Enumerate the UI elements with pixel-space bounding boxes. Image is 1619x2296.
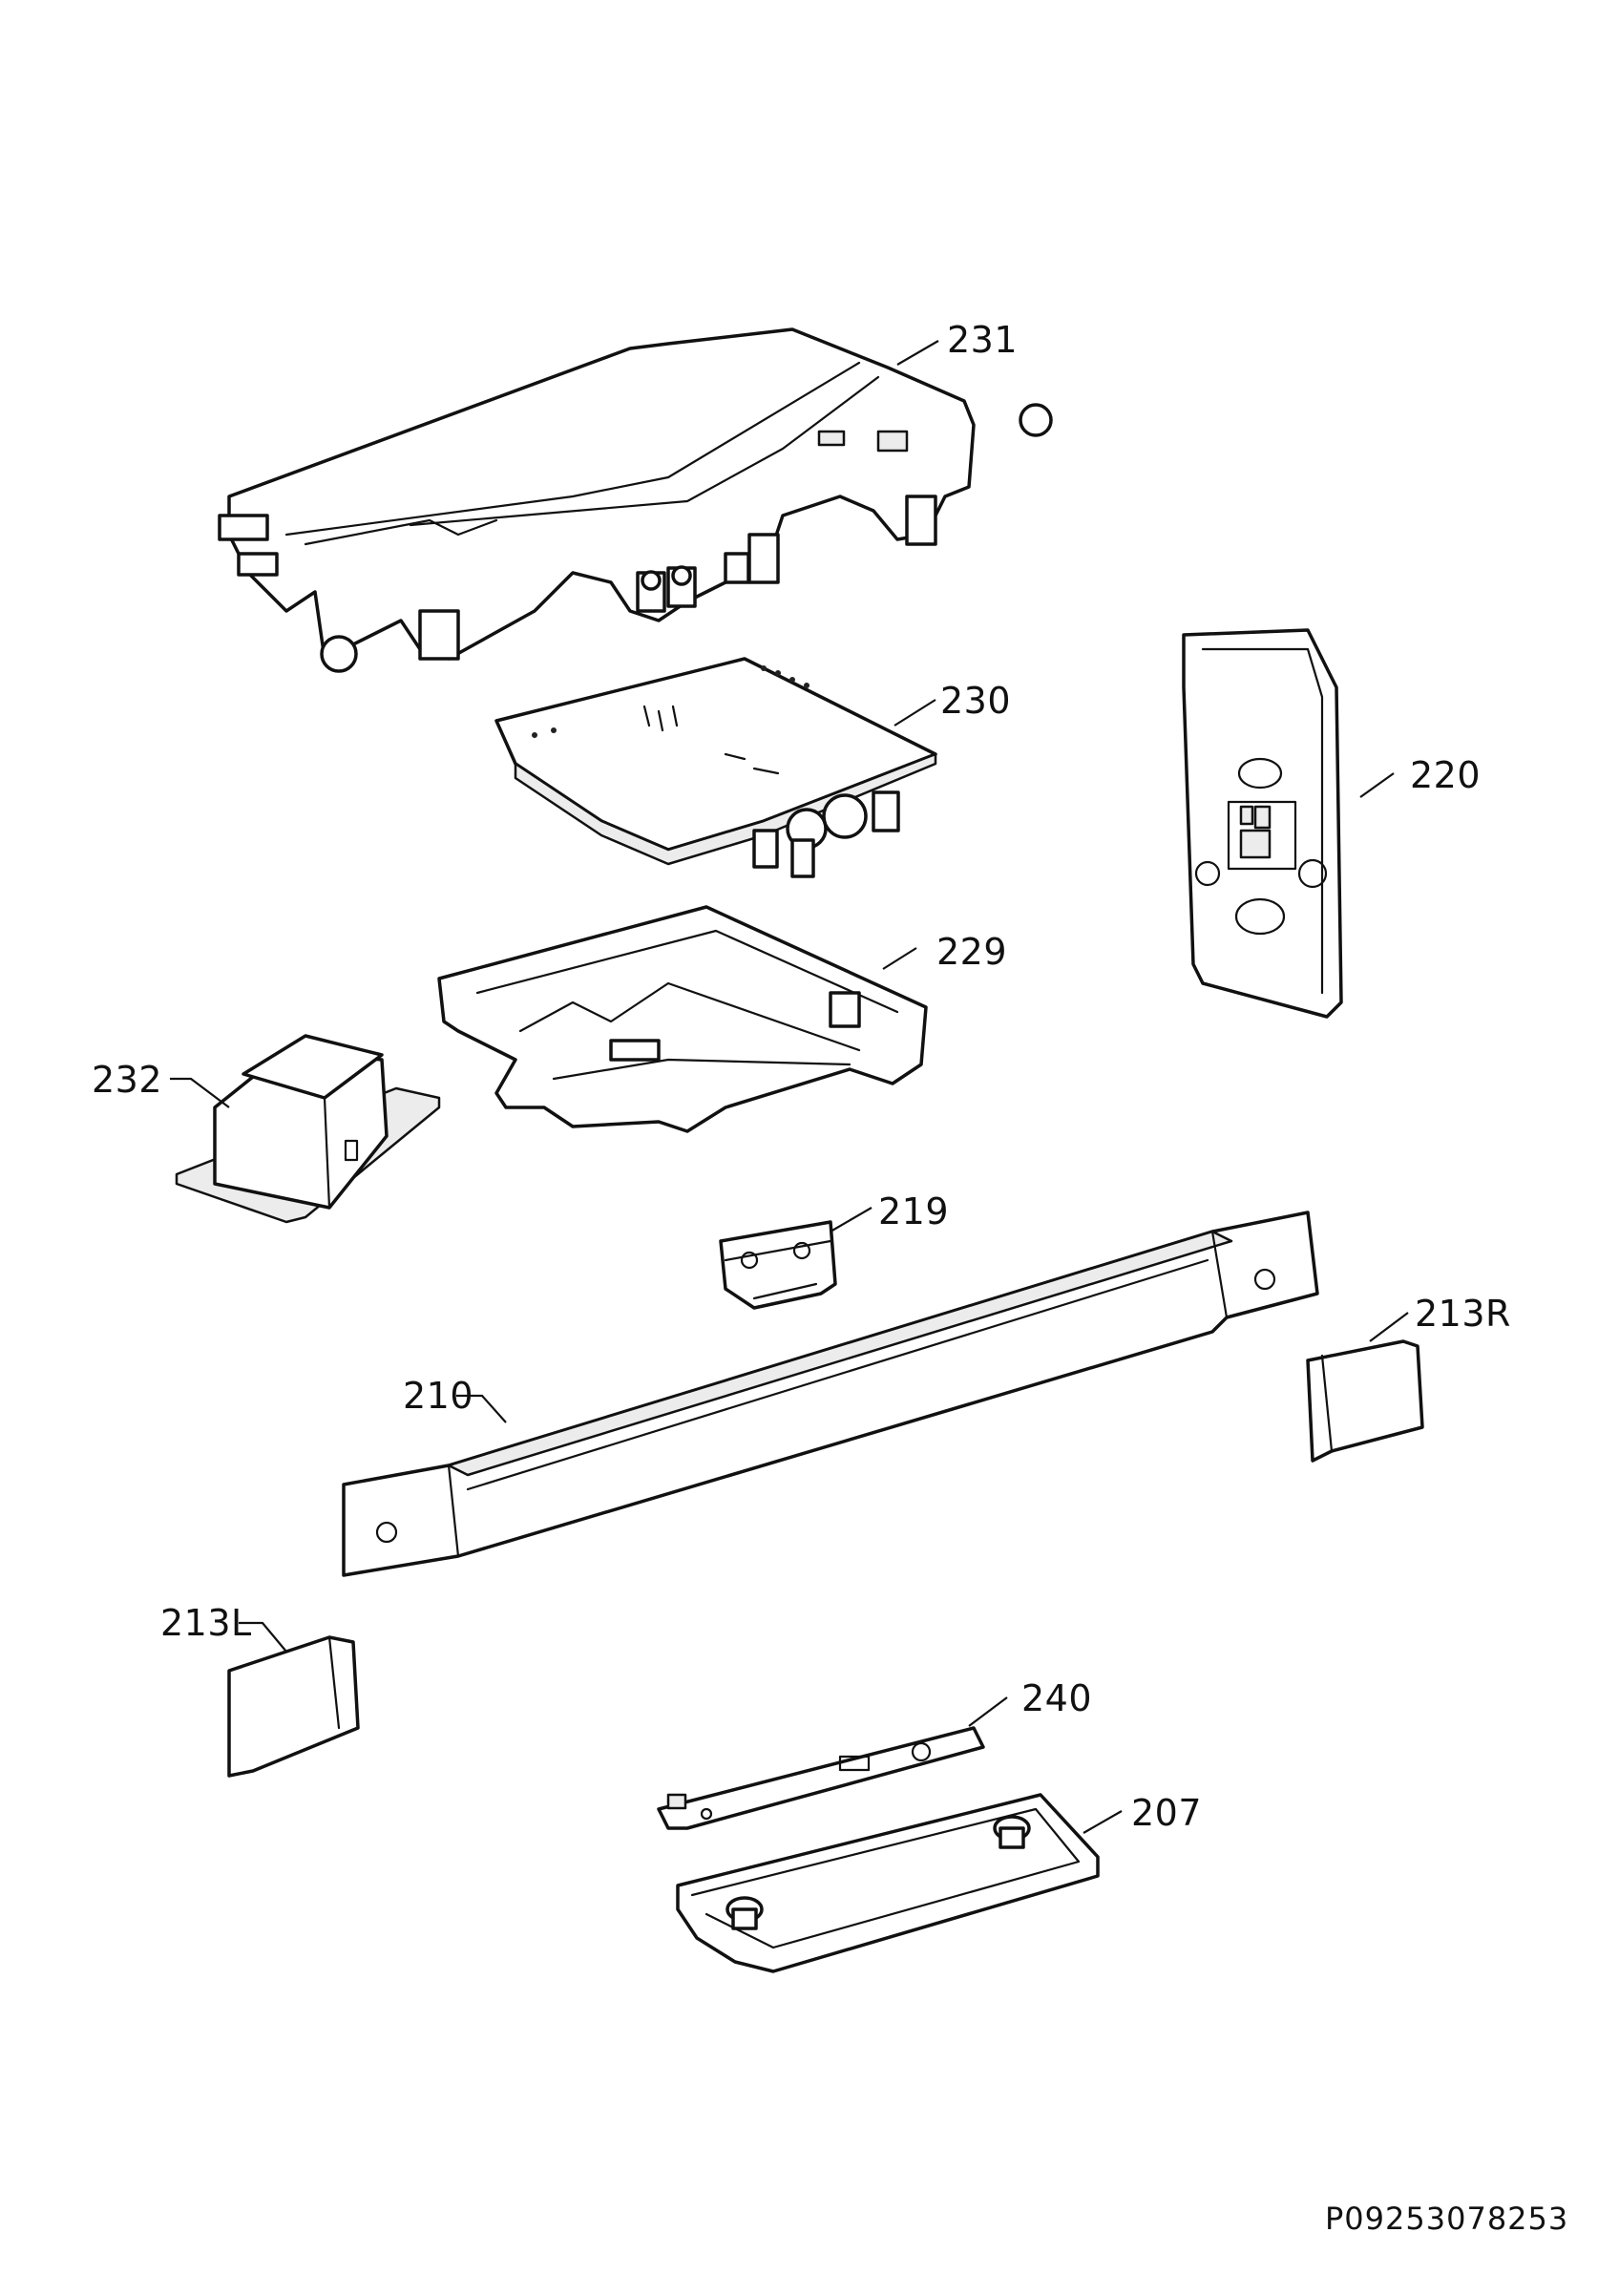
callout-232: 232 [92, 1059, 163, 1101]
leader-240 [968, 1696, 1008, 1727]
part-230-pcb [494, 657, 937, 878]
leader-213R [1369, 1312, 1409, 1342]
part-210-control-bar [342, 1211, 1319, 1577]
leader-220 [1359, 772, 1395, 798]
leader-210 [456, 1394, 507, 1423]
callout-207: 207 [1131, 1792, 1203, 1834]
part-231-frame [218, 327, 1053, 673]
part-219-reed-block [719, 1220, 837, 1310]
part-232-transformer [175, 1034, 441, 1224]
part-213L-end-cap [227, 1635, 360, 1778]
callout-213R: 213R [1415, 1293, 1511, 1335]
leader-231 [896, 340, 939, 366]
callout-213L: 213L [160, 1602, 252, 1644]
part-213R-end-cap [1306, 1339, 1424, 1463]
callout-231: 231 [947, 319, 1019, 361]
leader-207 [1083, 1810, 1123, 1834]
callout-229: 229 [936, 931, 1008, 973]
leader-230 [894, 699, 936, 727]
part-207-button-housing [676, 1793, 1100, 1973]
part-240-button-strip [657, 1726, 985, 1830]
leader-229 [882, 947, 917, 970]
leader-213L [239, 1621, 287, 1653]
callout-220: 220 [1410, 754, 1482, 796]
callout-210: 210 [403, 1375, 474, 1417]
leader-lines [170, 340, 1409, 1834]
leader-219 [830, 1207, 873, 1232]
callout-240: 240 [1021, 1677, 1093, 1719]
callout-219: 219 [878, 1190, 950, 1232]
part-229-pcb-tray [437, 905, 928, 1133]
callout-230: 230 [940, 680, 1012, 722]
document-id: P09253078253 [1325, 2201, 1569, 2237]
leader-232 [170, 1077, 230, 1108]
part-220-display-module [1182, 628, 1343, 1019]
